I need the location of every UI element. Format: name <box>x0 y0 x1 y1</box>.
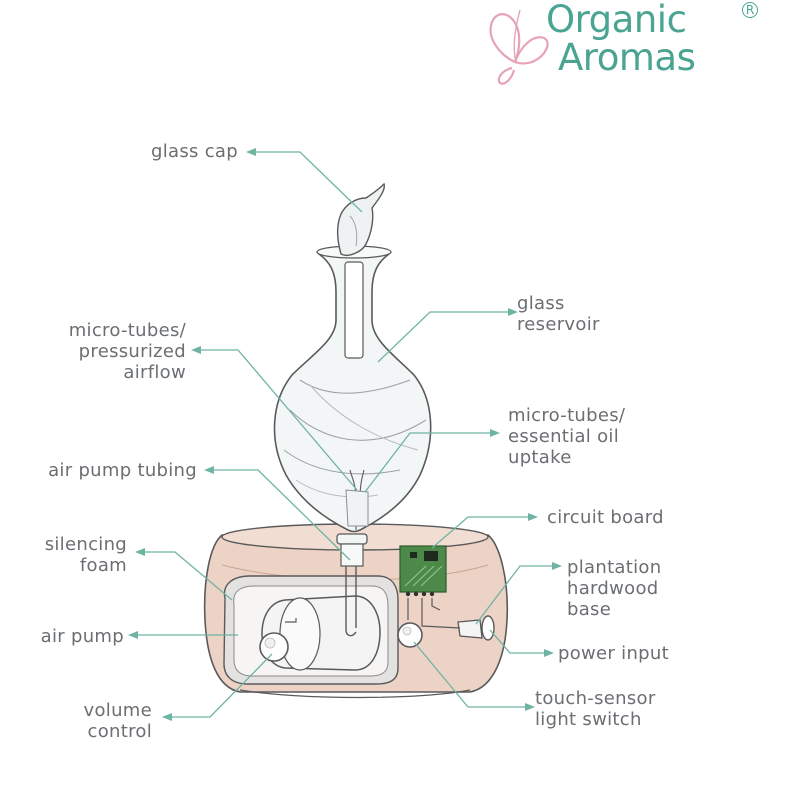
leader-glass-cap <box>252 151 363 213</box>
arrowhead-icon <box>162 713 172 721</box>
arrowhead-icon <box>552 562 562 570</box>
arrowhead-icon <box>525 703 535 711</box>
arrowhead-icon <box>204 466 214 474</box>
label-volume-control: volume control <box>83 700 152 742</box>
leader-plantation-base <box>475 565 556 625</box>
arrowheads <box>128 148 562 721</box>
leader-air-pump-tubing <box>210 469 351 561</box>
leader-power-input <box>489 629 548 654</box>
brand-line-1: Organic <box>546 0 687 41</box>
arrowhead-icon <box>544 649 554 657</box>
label-micro-tubes-air: micro-tubes/ pressurized airflow <box>68 320 186 383</box>
volume-control-knob <box>259 632 289 662</box>
arrowhead-icon <box>528 513 538 521</box>
label-air-pump: air pump <box>40 626 124 647</box>
leader-lines <box>134 151 556 718</box>
label-air-pump-tubing: air pump tubing <box>48 460 197 481</box>
circuit-board <box>399 545 447 597</box>
label-glass-reservoir: glass reservoir <box>517 293 600 335</box>
arrowhead-icon <box>246 148 256 156</box>
arrowhead-icon <box>128 631 138 639</box>
label-glass-cap: glass cap <box>151 141 238 162</box>
arrowhead-icon <box>135 548 145 556</box>
air-pump-tubing <box>345 566 357 637</box>
leader-touch-sensor <box>413 641 529 708</box>
glass-reservoir <box>273 245 432 567</box>
brand-line-2: Aromas <box>558 36 696 79</box>
power-input-socket <box>457 615 495 641</box>
arrowhead-icon <box>191 346 201 354</box>
arrowhead-icon <box>508 308 518 316</box>
leader-micro-tubes-air <box>197 349 358 491</box>
leader-volume-control <box>168 653 273 718</box>
leader-micro-tubes-oil <box>364 432 494 493</box>
leader-silencing-foam <box>141 551 233 601</box>
registered-mark-icon: R <box>742 2 758 18</box>
wires <box>285 598 461 629</box>
touch-sensor <box>397 622 423 648</box>
arrowhead-icon <box>490 429 500 437</box>
label-silencing-foam: silencing foam <box>44 534 127 576</box>
butterfly-logo-icon <box>489 9 549 85</box>
label-power-input: power input <box>558 643 669 664</box>
leader-glass-reservoir <box>377 311 511 363</box>
label-plantation-base: plantation hardwood base <box>567 557 662 620</box>
label-circuit-board: circuit board <box>547 507 664 528</box>
glass-cap <box>336 182 385 256</box>
label-micro-tubes-oil: micro-tubes/ essential oil uptake <box>508 405 626 468</box>
leader-circuit-board <box>431 516 531 549</box>
label-touch-sensor: touch-sensor light switch <box>535 688 656 730</box>
